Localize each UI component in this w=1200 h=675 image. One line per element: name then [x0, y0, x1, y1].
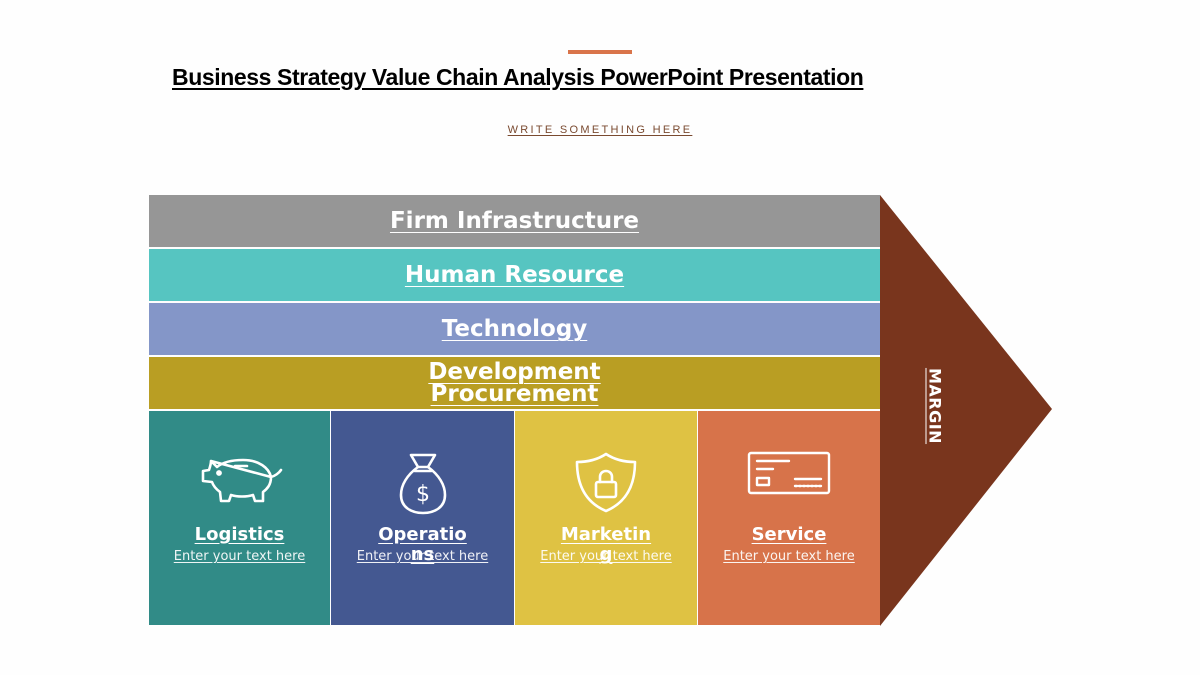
band-label: Technology	[441, 316, 588, 342]
tile-marketing: Marketing Enter your text here	[515, 411, 697, 625]
band-human-resource: Human Resource	[149, 249, 880, 301]
page-subtitle: WRITE SOMETHING HERE	[507, 124, 693, 136]
money-bag-icon: $	[331, 451, 514, 515]
band-label: Human Resource	[404, 262, 625, 288]
tile-title: Logistics	[194, 524, 285, 545]
tile-text: Enter your text here	[356, 549, 489, 564]
tile-title: Operations	[378, 524, 467, 565]
tile-title: Service	[751, 524, 827, 545]
band-label: Firm Infrastructure	[389, 208, 640, 234]
band-label: Development Procurement	[428, 359, 601, 407]
tile-logistics: Logistics Enter your text here	[149, 411, 330, 625]
tile-text: Enter your text here	[173, 549, 306, 564]
margin-label: MARGIN	[925, 367, 945, 445]
band-technology: Technology	[149, 303, 880, 355]
band-firm-infrastructure: Firm Infrastructure	[149, 195, 880, 247]
tile-text: Enter your text here	[723, 549, 855, 564]
check-icon	[698, 451, 880, 507]
tile-text: Enter your text here	[540, 549, 672, 564]
svg-text:$: $	[416, 482, 430, 507]
tile-title: Marketing	[560, 524, 652, 565]
piggy-bank-icon	[149, 451, 330, 507]
tile-service: Service Enter your text here	[698, 411, 880, 625]
band-development-procurement: Development Procurement	[149, 357, 880, 409]
shield-lock-icon	[515, 451, 697, 513]
margin-arrow	[880, 195, 1052, 626]
accent-line	[568, 50, 632, 54]
page-title: Business Strategy Value Chain Analysis P…	[172, 64, 864, 90]
tile-operations: $ Operations Enter your text here	[331, 411, 514, 625]
